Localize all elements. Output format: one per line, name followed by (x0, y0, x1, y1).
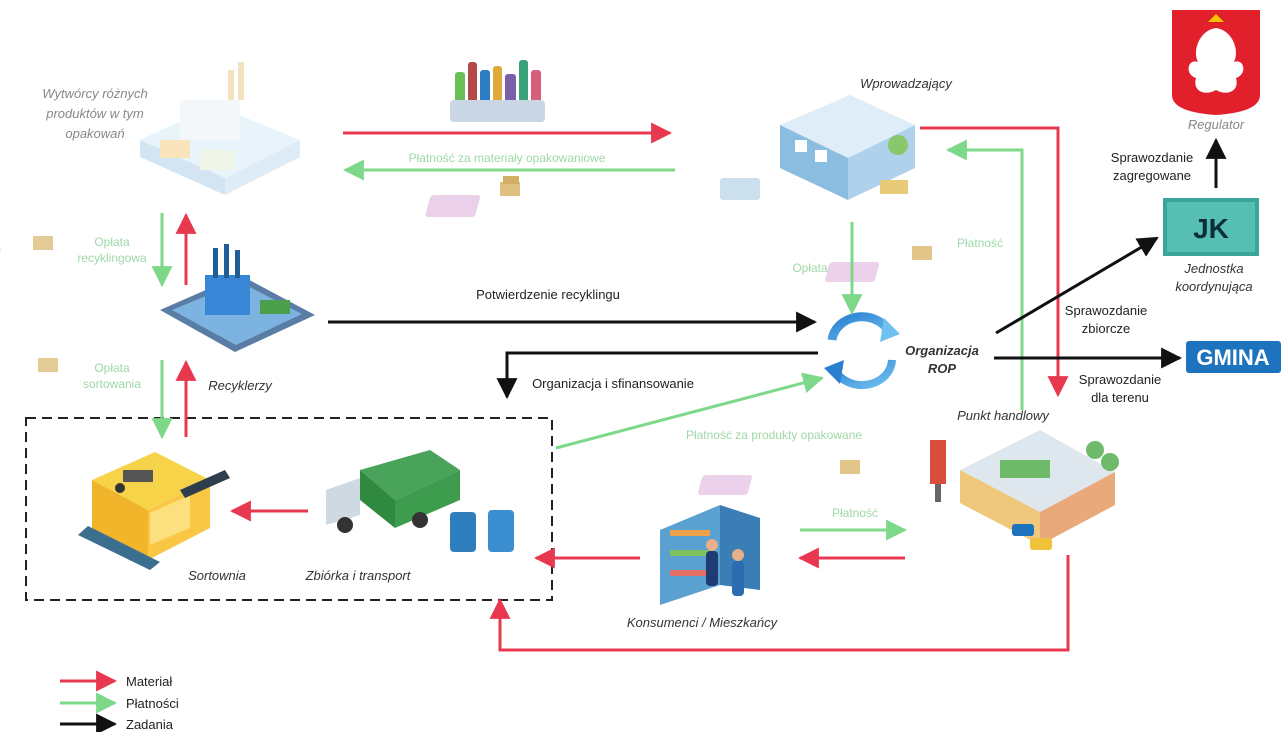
recycling-plant-icon (160, 244, 315, 352)
money-icon-top (425, 176, 520, 217)
report-aggregated-line1: Sprawozdanie (1111, 150, 1193, 165)
faint-label-payment-top: Płatność za materiały opakowaniowe (409, 151, 606, 165)
svg-text:GMINA: GMINA (1196, 345, 1269, 370)
money-icon-right (825, 246, 932, 282)
regulator-label: Regulator (1188, 117, 1245, 132)
legend-payments-label: Płatności (126, 696, 179, 711)
factory-icon (140, 62, 300, 195)
arrow-material-retail-collection (489, 555, 1070, 652)
recyclers-label: Recyklerzy (208, 378, 273, 393)
jk-label-line1: Jednostka (1183, 261, 1243, 276)
consumers-icon (660, 505, 760, 605)
faint-label-consumer-payment: Płatność (832, 506, 878, 520)
legend: Materiał Płatności Zadania (60, 670, 179, 732)
jk-label-line2: koordynująca (1175, 279, 1252, 294)
garbage-truck-icon (326, 450, 514, 552)
producers-label-line2: produktów w tym (45, 106, 144, 121)
arrow-payment-collection-rop (555, 372, 825, 450)
faint-label-fee: Opłata (792, 261, 828, 275)
warehouse-icon (720, 95, 915, 200)
report-territory-line2: dla terenu (1091, 390, 1149, 405)
retail-shop-icon (930, 430, 1119, 550)
rop-label-line2: ROP (928, 361, 957, 376)
sorting-label: Sortownia (188, 568, 246, 583)
collection-label: Zbiórka i transport (305, 568, 412, 583)
arrow-payment-retail-introducers (945, 139, 1024, 410)
money-icon-consumer (698, 460, 860, 495)
bottles-icon (450, 60, 545, 122)
report-aggregated-line2: zagregowane (1113, 168, 1191, 183)
collection-sorting-group (25, 417, 553, 601)
faint-label-left-bottom-line1: Opłata (94, 361, 130, 375)
recycle-arrows-icon (824, 312, 900, 390)
svg-text:JK: JK (1193, 213, 1229, 244)
consumers-label: Konsumenci / Mieszkańcy (627, 615, 779, 630)
arrow-task-rop-jk (995, 236, 1159, 335)
faint-label-left-top-line2: recyklingowa (77, 251, 147, 265)
money-icon-left2 (38, 358, 58, 372)
faint-label-product-payment: Płatność za produkty opakowane (686, 428, 862, 442)
report-collective-line1: Sprawozdanie (1065, 303, 1147, 318)
legend-material-label: Materiał (126, 674, 172, 689)
sorting-machine-icon (78, 452, 230, 570)
rop-label-line1: Organizacja (905, 343, 979, 358)
introducers-label: Wprowadzający (860, 76, 953, 91)
organization-financing-label: Organizacja i sfinansowanie (532, 376, 694, 391)
legend-tasks-label: Zadania (126, 717, 174, 732)
faint-label-left-top-line1: Opłata (94, 235, 130, 249)
gmina-badge: GMINA (1186, 341, 1281, 373)
regulator-emblem-icon (1172, 10, 1260, 115)
producers-label-line1: Wytwórcy różnych (42, 86, 147, 101)
report-territory-line1: Sprawozdanie (1079, 372, 1161, 387)
money-icon-left1 (0, 236, 53, 268)
report-collective-line2: zbiorcze (1082, 321, 1130, 336)
producers-label-line3: opakowań (65, 126, 124, 141)
retail-label: Punkt handlowy (957, 408, 1050, 423)
arrow-task-rop-collection (496, 351, 818, 400)
arrow-material-introducers-retail (920, 126, 1069, 398)
faint-label-price: Płatność (957, 236, 1003, 250)
jk-badge: JK (1163, 198, 1259, 256)
faint-label-left-bottom-line2: sortowania (83, 377, 141, 391)
recycling-confirmation-label: Potwierdzenie recyklingu (476, 287, 620, 302)
